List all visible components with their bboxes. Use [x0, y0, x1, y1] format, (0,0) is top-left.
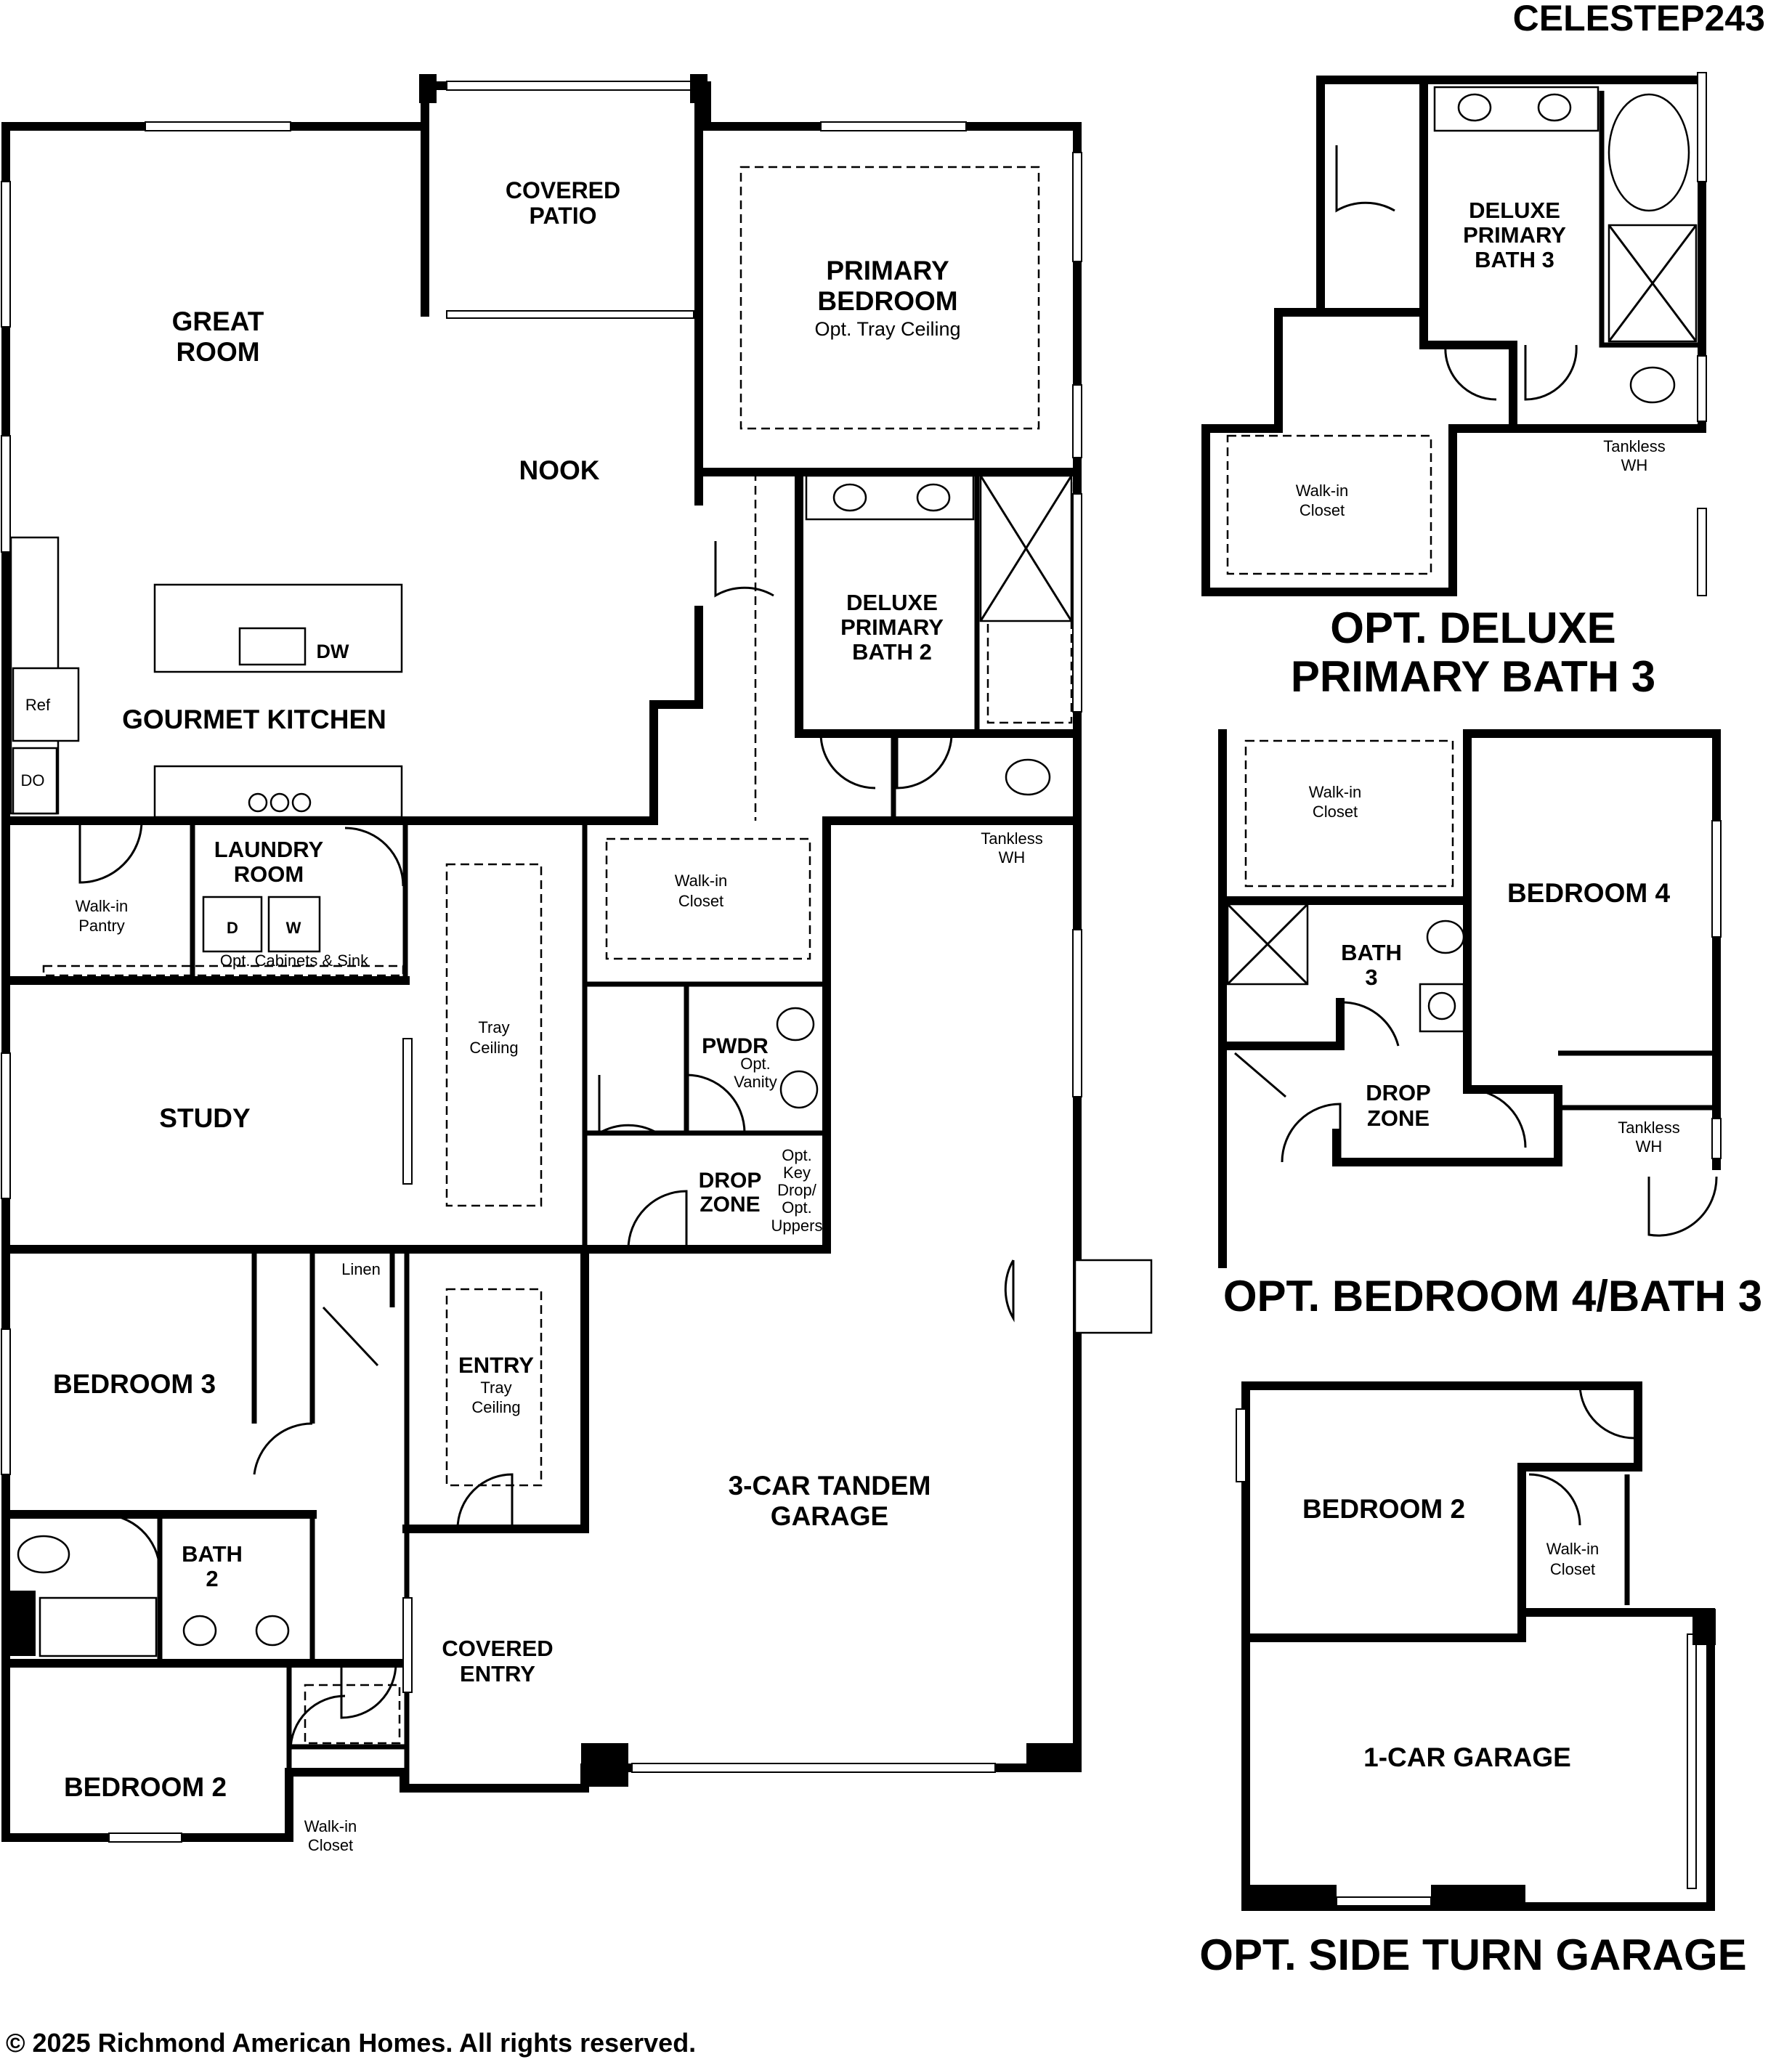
- primary-bedroom-note: Opt. Tray Ceiling: [814, 318, 960, 340]
- bedroom-3-label: BEDROOM 3: [53, 1369, 216, 1399]
- main-plan-dashed: [42, 166, 1073, 1745]
- opt-1-car-garage-label: 1-CAR GARAGE: [1363, 1742, 1571, 1772]
- opt-deluxe-tankless-label-2: WH: [1621, 456, 1648, 474]
- option-bedroom4: Walk-in Closet BEDROOM 4 BATH 3 DROP ZON…: [1218, 729, 1762, 1320]
- walk-in-pantry-label: Walk-in: [76, 897, 129, 915]
- linen-label: Linen: [341, 1260, 381, 1278]
- primary-walk-in-closet-label-2: Closet: [678, 892, 723, 910]
- option-deluxe-bath: DELUXE PRIMARY BATH 3 Tankless WH Walk-i…: [1201, 72, 1707, 701]
- opt-drop-zone-label-2: ZONE: [1367, 1105, 1430, 1131]
- key-drop-note-2: Key: [783, 1164, 811, 1182]
- opt-bed4-closet-label-2: Closet: [1313, 803, 1358, 821]
- opt-deluxe-bath-label-2: PRIMARY: [1463, 222, 1566, 248]
- opt-deluxe-bath-label: DELUXE: [1469, 198, 1560, 223]
- opt-deluxe-tankless-label: Tankless: [1603, 437, 1666, 455]
- covered-entry-label-2: ENTRY: [460, 1661, 535, 1686]
- drop-zone-label-2: ZONE: [700, 1193, 760, 1217]
- nook-label: NOOK: [519, 455, 600, 485]
- washer-label: W: [286, 919, 301, 937]
- deluxe-primary-bath-2-label: DELUXE: [846, 590, 938, 615]
- study-label: STUDY: [159, 1103, 251, 1133]
- option-side-garage: BEDROOM 2 Walk-in Closet 1-CAR GARAGE OP…: [1199, 1381, 1747, 1979]
- deluxe-primary-bath-2-label-2: PRIMARY: [840, 614, 944, 640]
- great-room-label-2: ROOM: [176, 337, 259, 367]
- bath-2-label: BATH: [182, 1541, 243, 1567]
- dryer-label: D: [227, 919, 238, 937]
- opt-side-garage-caption: OPT. SIDE TURN GARAGE: [1199, 1931, 1746, 1979]
- opt-garage-bedroom-2-label: BEDROOM 2: [1302, 1494, 1465, 1524]
- opt-deluxe-closet-label-2: Closet: [1300, 501, 1345, 519]
- covered-entry-label: COVERED: [442, 1636, 553, 1661]
- entry-note: Tray: [480, 1379, 511, 1397]
- laundry-room-label: LAUNDRY: [214, 837, 324, 862]
- double-oven-label: DO: [21, 771, 45, 790]
- opt-deluxe-caption: OPT. DELUXE: [1330, 604, 1615, 652]
- tankless-wh-label: Tankless: [981, 829, 1043, 848]
- laundry-room-label-2: ROOM: [234, 861, 304, 887]
- opt-bed4-closet-label: Walk-in: [1309, 783, 1362, 801]
- covered-patio-label-2: PATIO: [529, 203, 596, 229]
- key-drop-note: Opt.: [782, 1146, 812, 1164]
- walk-in-pantry-label-2: Pantry: [78, 917, 125, 935]
- opt-bed4-tankless-label: Tankless: [1618, 1119, 1680, 1137]
- tray-ceiling-label: Tray: [478, 1018, 509, 1036]
- main-plan-fixtures: [9, 474, 1153, 1751]
- copyright-text: © 2025 Richmond American Homes. All righ…: [6, 2028, 696, 2058]
- opt-garage-closet-label: Walk-in: [1546, 1540, 1600, 1558]
- opt-bedroom4-caption: OPT. BEDROOM 4/BATH 3: [1223, 1272, 1762, 1320]
- opt-deluxe-closet-label: Walk-in: [1296, 482, 1349, 500]
- main-plan-walls: [1, 81, 1082, 1842]
- opt-bath-3-label: BATH: [1341, 940, 1402, 965]
- plan-code: CELESTEP243: [1513, 0, 1765, 38]
- entry-label: ENTRY: [458, 1352, 534, 1378]
- garage-label-2: GARAGE: [771, 1501, 888, 1531]
- powder-note-2: Vanity: [734, 1073, 777, 1091]
- primary-walk-in-closet-label: Walk-in: [675, 872, 728, 890]
- opt-deluxe-caption-2: PRIMARY BATH 3: [1291, 652, 1655, 701]
- refrigerator-label: Ref: [25, 696, 51, 714]
- opt-bath-3-label-2: 3: [1365, 965, 1377, 990]
- deluxe-primary-bath-2-label-3: BATH 2: [852, 639, 932, 665]
- opt-drop-zone-label: DROP: [1366, 1080, 1431, 1105]
- bedroom-2-closet-label-2: Closet: [308, 1836, 353, 1854]
- bedroom-2-closet-label: Walk-in: [304, 1817, 357, 1835]
- key-drop-note-4: Opt.: [782, 1198, 812, 1217]
- covered-patio-label: COVERED: [506, 177, 620, 203]
- key-drop-note-3: Drop/: [777, 1181, 817, 1199]
- opt-deluxe-bath-label-3: BATH 3: [1475, 247, 1554, 272]
- bedroom-2-label: BEDROOM 2: [64, 1772, 227, 1802]
- gourmet-kitchen-label: GOURMET KITCHEN: [122, 705, 386, 734]
- dishwasher-label: DW: [317, 641, 349, 662]
- powder-label: PWDR: [702, 1034, 769, 1058]
- tray-ceiling-label-2: Ceiling: [469, 1039, 518, 1057]
- laundry-note: Opt. Cabinets & Sink: [220, 951, 369, 970]
- great-room-label: GREAT: [172, 307, 264, 336]
- key-drop-note-5: Uppers: [771, 1217, 823, 1235]
- garage-label: 3-CAR TANDEM: [729, 1471, 931, 1501]
- drop-zone-label: DROP: [699, 1169, 762, 1193]
- opt-bed4-tankless-label-2: WH: [1636, 1137, 1663, 1156]
- primary-bedroom-label: PRIMARY: [826, 256, 949, 285]
- tankless-wh-label-2: WH: [999, 848, 1026, 866]
- entry-note-2: Ceiling: [471, 1398, 520, 1416]
- opt-bedroom-4-label: BEDROOM 4: [1507, 878, 1671, 908]
- opt-garage-closet-label-2: Closet: [1550, 1560, 1595, 1578]
- main-plan-labels: GREAT ROOM COVERED PATIO PRIMARY BEDROOM…: [21, 177, 1043, 1854]
- bath-2-label-2: 2: [206, 1566, 218, 1591]
- main-plan-windows: [1, 74, 1082, 1843]
- primary-bedroom-label-2: BEDROOM: [817, 286, 957, 316]
- powder-note: Opt.: [740, 1055, 771, 1073]
